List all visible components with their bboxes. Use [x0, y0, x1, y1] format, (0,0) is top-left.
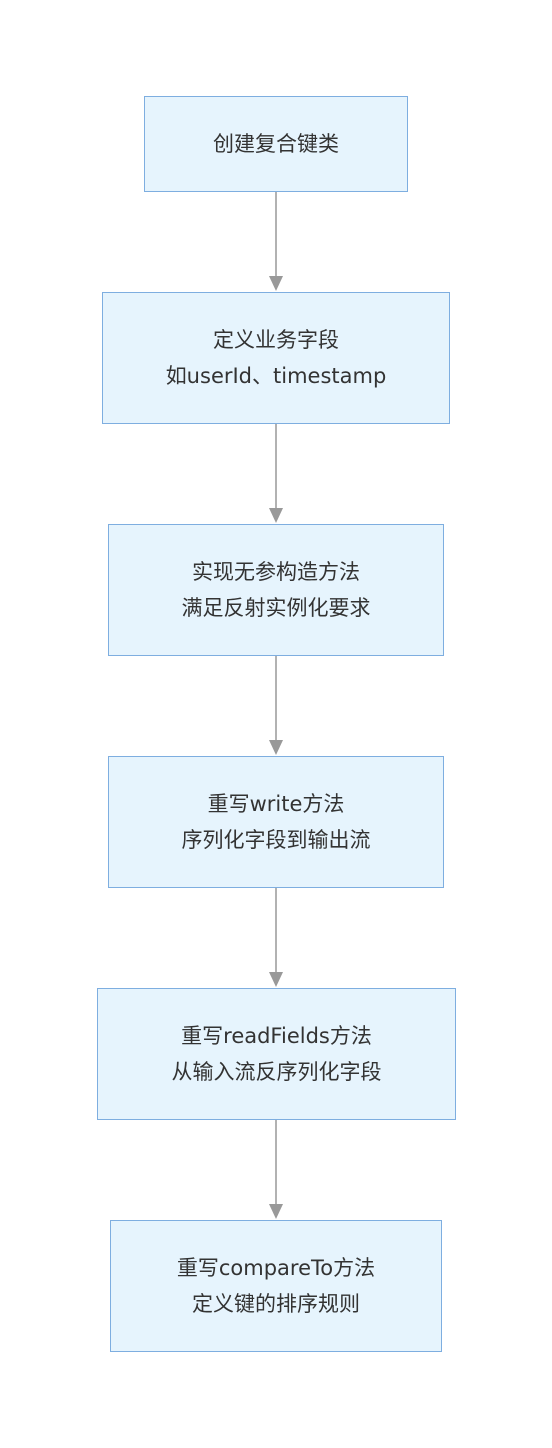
node-override-compareto: 重写compareTo方法 定义键的排序规则 — [110, 1220, 442, 1352]
node-line: 从输入流反序列化字段 — [171, 1060, 382, 1084]
node-line: 重写readFields方法 — [181, 1024, 372, 1048]
arrowhead-icon — [269, 508, 283, 523]
arrowhead-icon — [269, 1204, 283, 1219]
node-line: 定义业务字段 — [213, 328, 339, 352]
node-line: 实现无参构造方法 — [192, 560, 360, 584]
node-line: 重写write方法 — [207, 792, 345, 816]
arrowhead-icon — [269, 972, 283, 987]
node-line: 创建复合键类 — [213, 132, 339, 156]
node-line: 序列化字段到输出流 — [181, 828, 371, 852]
arrowhead-icon — [269, 276, 283, 291]
node-no-arg-constructor: 实现无参构造方法 满足反射实例化要求 — [108, 524, 444, 656]
node-line: 如userId、timestamp — [165, 364, 387, 388]
node-override-write: 重写write方法 序列化字段到输出流 — [108, 756, 444, 888]
node-line: 定义键的排序规则 — [192, 1292, 360, 1316]
node-create-composite-key: 创建复合键类 — [144, 96, 408, 192]
node-line: 重写compareTo方法 — [176, 1256, 376, 1280]
node-override-readfields: 重写readFields方法 从输入流反序列化字段 — [97, 988, 456, 1120]
arrowhead-icon — [269, 740, 283, 755]
node-define-business-fields: 定义业务字段 如userId、timestamp — [102, 292, 450, 424]
node-line: 满足反射实例化要求 — [181, 596, 371, 620]
